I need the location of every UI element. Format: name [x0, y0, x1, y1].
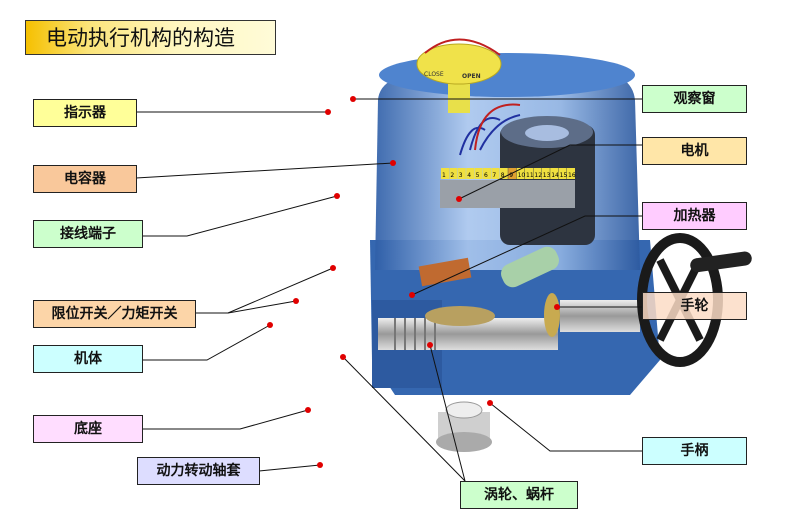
terminal-number: 7	[492, 172, 496, 179]
terminal-number: 15	[560, 172, 568, 179]
dial-close: CLOSE	[424, 71, 444, 78]
heater-shape	[501, 246, 559, 288]
terminal-number: 8	[501, 172, 505, 179]
terminal-cell	[533, 168, 542, 179]
terminal-number: 3	[459, 172, 463, 179]
terminal-cell	[550, 168, 559, 179]
terminal-number: 11	[526, 172, 534, 179]
label-window: 观察窗	[642, 85, 747, 113]
limit-switch-shape	[418, 257, 472, 287]
terminal-cell	[525, 168, 533, 179]
label-limit-switch: 限位开关／力矩开关	[33, 300, 196, 328]
label-terminal: 接线端子	[33, 220, 143, 248]
terminal-number: 14	[551, 172, 559, 179]
terminal-cell	[474, 168, 483, 179]
terminal-cell	[441, 168, 449, 179]
label-heater: 加热器	[642, 202, 747, 230]
terminal-cell	[449, 168, 458, 179]
terminal-number: 16	[568, 172, 576, 179]
label-capacitor: 电容器	[33, 165, 137, 193]
dial-open: OPEN	[462, 73, 481, 80]
terminal-cell	[541, 168, 550, 179]
terminal-cell	[483, 168, 491, 179]
terminal-cell	[499, 168, 508, 179]
terminal-cell	[558, 168, 567, 179]
terminal-number: 4	[467, 172, 471, 179]
terminal-number: 10	[518, 172, 526, 179]
terminal-number: 2	[450, 172, 454, 179]
handle-grip	[690, 251, 752, 273]
worm-wheel	[425, 306, 495, 326]
terminal-number: 5	[476, 172, 480, 179]
label-worm-gear: 涡轮、蜗杆	[460, 481, 578, 509]
terminal-number: 6	[484, 172, 488, 179]
terminal-number: 9	[509, 172, 513, 179]
terminal-cell	[457, 168, 466, 179]
label-handle: 手柄	[642, 437, 747, 465]
leader-dots	[267, 96, 560, 468]
terminal-number: 13	[543, 172, 551, 179]
indicator-dial	[416, 43, 502, 85]
terminal-cell	[567, 168, 575, 179]
terminal-number: 1	[442, 172, 446, 179]
label-indicator: 指示器	[33, 99, 137, 127]
label-handwheel: 手轮	[642, 292, 747, 320]
leader-lines	[135, 98, 642, 482]
label-base: 底座	[33, 415, 143, 443]
label-motor: 电机	[642, 137, 747, 165]
label-drive-sleeve: 动力转动轴套	[137, 457, 260, 485]
label-body: 机体	[33, 345, 143, 373]
page-title: 电动执行机构的构造	[25, 20, 276, 55]
terminal-cell	[466, 168, 475, 179]
terminal-cell	[491, 168, 500, 179]
terminal-cell	[516, 168, 525, 179]
terminal-number: 12	[534, 172, 542, 179]
